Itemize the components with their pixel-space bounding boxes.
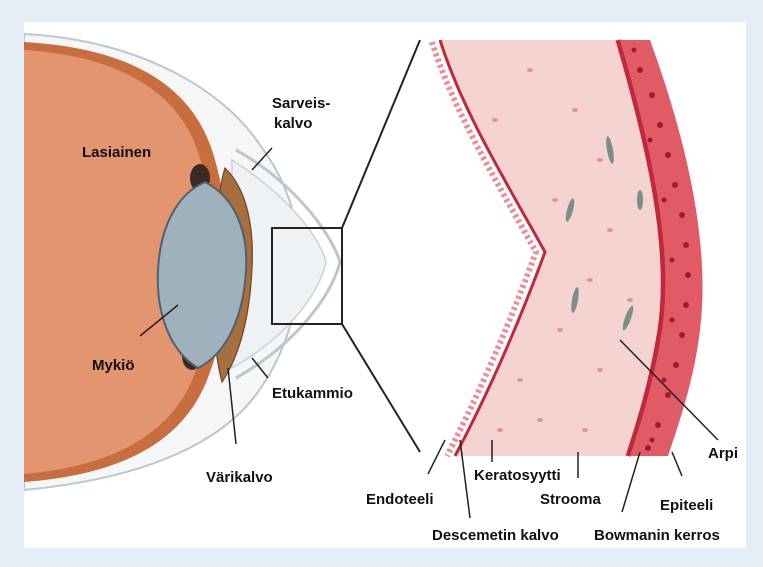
diagram-panel: Lasiainen Sarveis- kalvo Mykiö Etukammio… xyxy=(24,22,746,548)
stroma xyxy=(440,40,663,456)
label-sarveiskalvo-2: kalvo xyxy=(274,115,312,132)
label-etukammio: Etukammio xyxy=(272,385,353,402)
label-descemetin-kalvo: Descemetin kalvo xyxy=(432,527,559,544)
label-epiteeli: Epiteeli xyxy=(660,497,713,514)
label-varikalvo: Värikalvo xyxy=(206,469,273,486)
cornea-diagram: Lasiainen Sarveis- kalvo Mykiö Etukammio… xyxy=(24,22,746,548)
label-arpi: Arpi xyxy=(708,445,738,462)
zoom-line-top xyxy=(342,40,420,228)
label-strooma: Strooma xyxy=(540,491,602,508)
label-mykio: Mykiö xyxy=(92,357,135,374)
label-keratosyytti: Keratosyytti xyxy=(474,467,561,484)
label-sarveiskalvo-1: Sarveis- xyxy=(272,95,330,112)
zoom-line-bottom xyxy=(342,324,420,452)
label-lasiainen: Lasiainen xyxy=(82,144,151,161)
label-endoteeli: Endoteeli xyxy=(366,491,434,508)
label-bowmanin-kerros: Bowmanin kerros xyxy=(594,527,720,544)
cornea-section xyxy=(432,40,703,456)
eye-cross-section xyxy=(24,34,420,490)
